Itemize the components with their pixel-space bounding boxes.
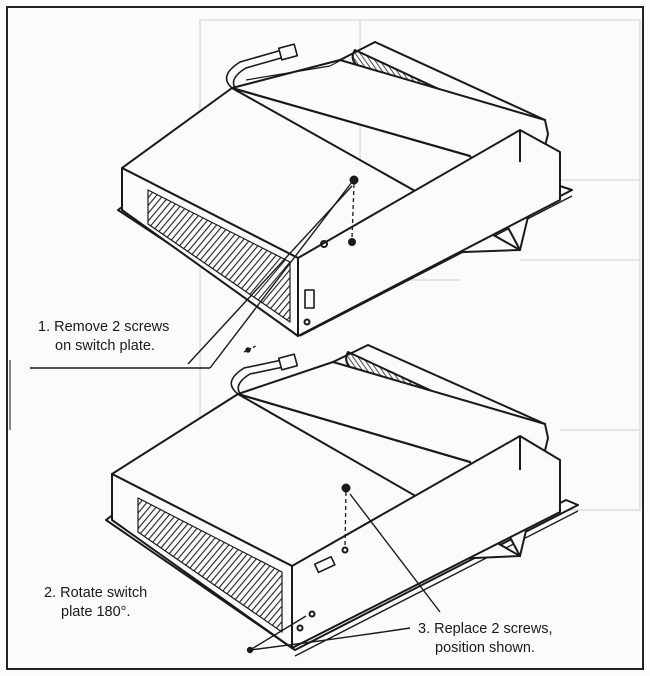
power-cord <box>225 49 289 93</box>
end-cap <box>291 435 561 649</box>
front-grille <box>147 189 291 323</box>
step-3-leaders <box>246 493 441 654</box>
switch-rocker <box>304 289 315 309</box>
screw-top-1 <box>349 175 359 185</box>
diagram-border <box>6 6 644 670</box>
screw-top-1 <box>341 483 351 493</box>
heater-unit-before <box>117 41 573 337</box>
step-1-leaders <box>30 181 353 369</box>
switch-rocker-rotated <box>313 555 336 574</box>
switch-screw-hole <box>303 318 311 326</box>
power-cord <box>230 359 289 399</box>
heater-unit-after <box>105 344 579 657</box>
step-3-callout: 3. Replace 2 screws, position shown. <box>418 621 553 656</box>
step-2-callout: 2. Rotate switch plate 180°. <box>44 585 148 620</box>
front-grille <box>137 497 283 633</box>
screw-bottom-2 <box>341 546 349 554</box>
step-1-callout: 1. Remove 2 screws on switch plate. <box>38 319 170 354</box>
top-screw-hole <box>320 240 328 248</box>
switch-screw-hole <box>296 624 304 632</box>
